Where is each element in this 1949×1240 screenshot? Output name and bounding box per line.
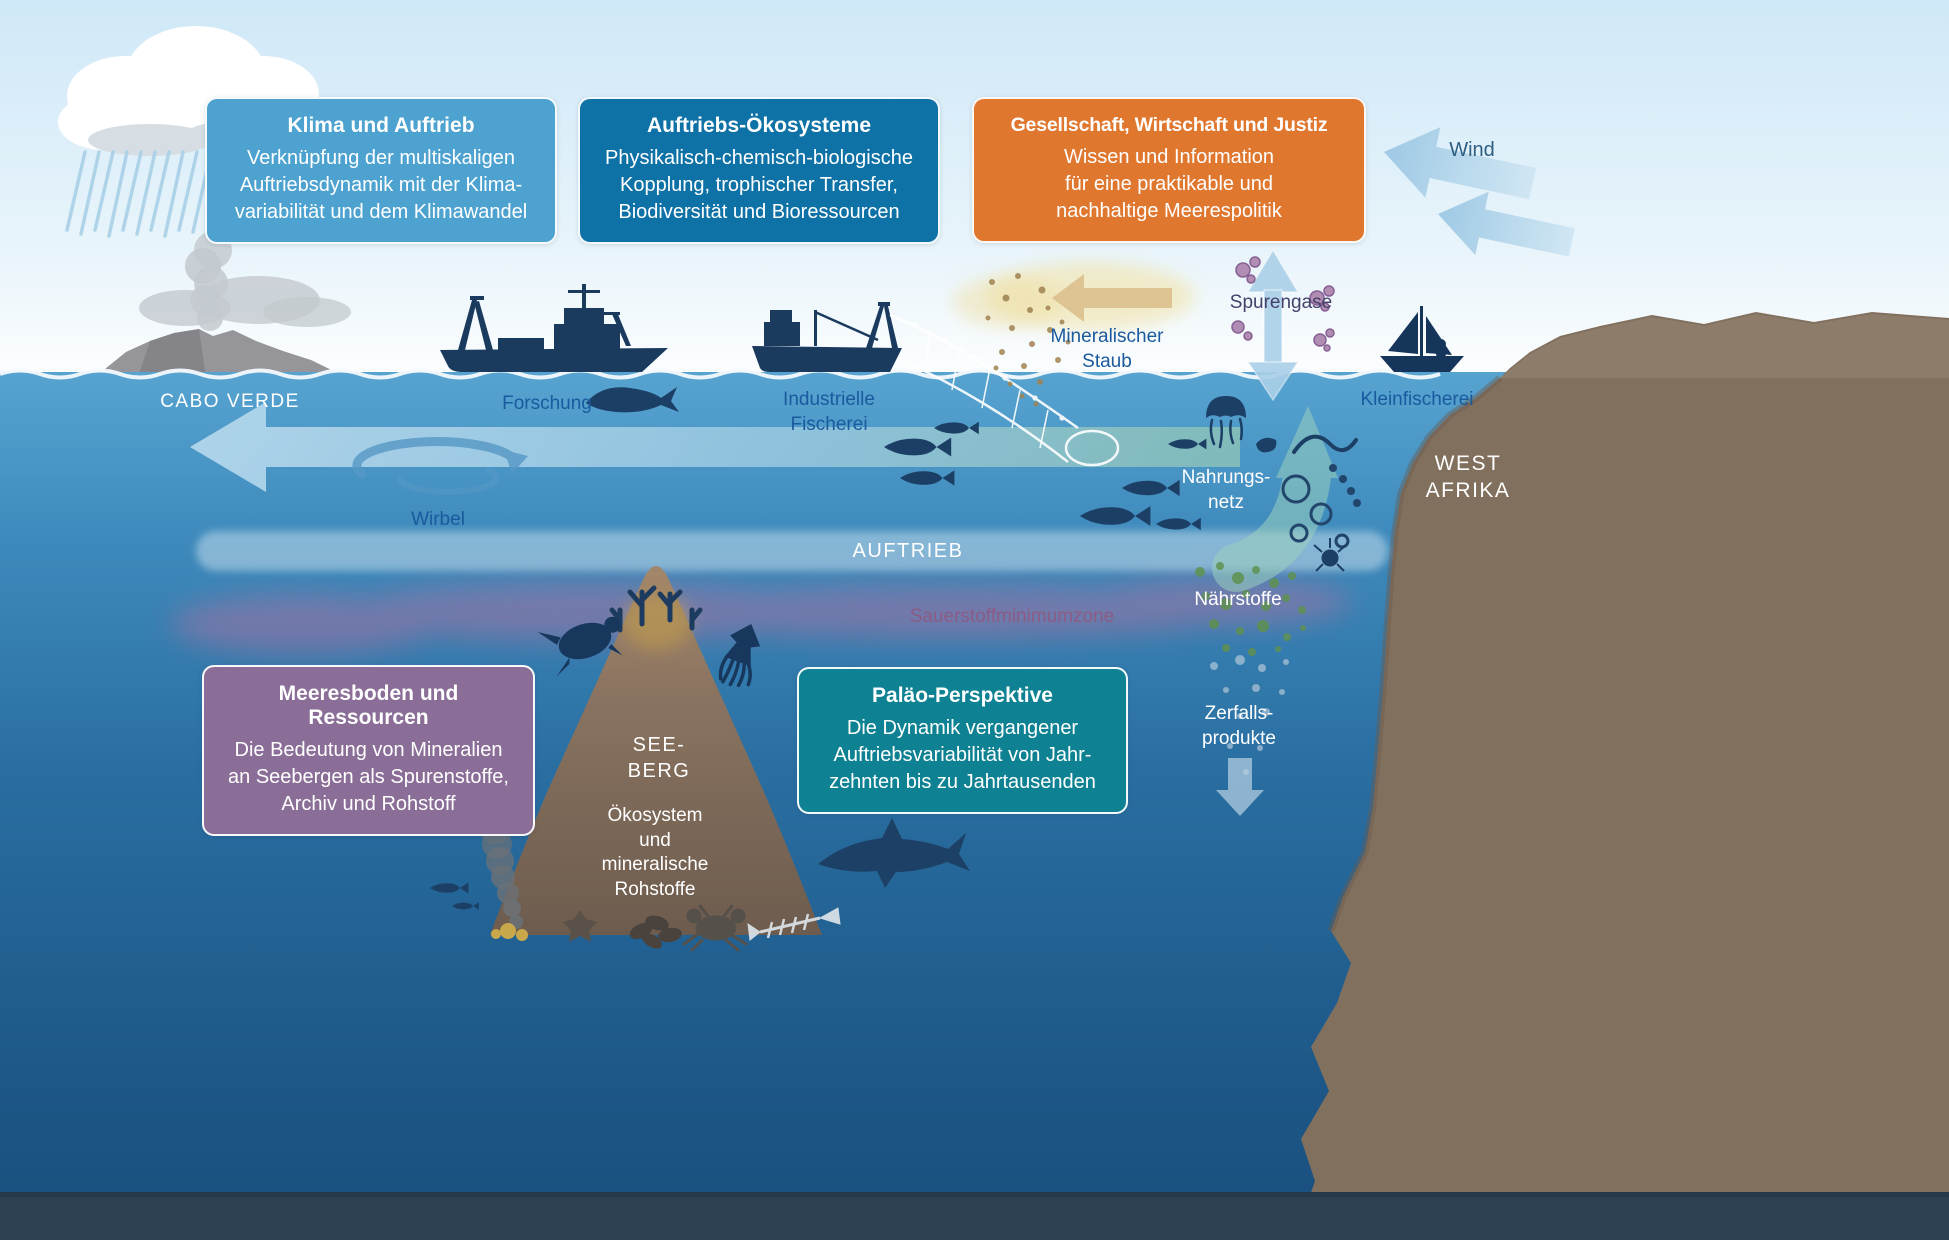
label-naehrstoffe: Nährstoffe [1194,589,1282,610]
plankton-icon [1281,474,1350,549]
current-arrow-icon [190,402,1240,492]
seafloor-strip [0,1192,1949,1240]
label-seeberg: SEE- BERG [627,734,691,782]
seafloor-strip-edge [0,1192,1949,1197]
box-title: Paläo-Perspektive [872,684,1053,707]
whale-icon [586,387,679,413]
squid-icon [718,623,761,688]
fishing-net-icon [889,313,1120,467]
seamount-icon [490,566,822,935]
box-body: Verknüpfung der multiskaligen Auftriebsd… [234,147,528,223]
label-spurengase: Spurengase [1229,292,1333,313]
theme-box-meeresboden-und-ressourcen: Meeresboden und Ressourcen Die Bedeutung… [202,665,535,836]
oxygen-minimum-zone [170,578,1353,654]
dust-particles-icon [985,273,1071,407]
plankton-chain-icon [1329,464,1361,507]
theme-box-gesellschaft-wirtschaft: Gesellschaft, Wirtschaft und Justiz Wiss… [972,97,1366,243]
theme-box-klima-und-auftrieb: Klima und Auftrieb Verknüpfung der multi… [205,97,557,244]
copepod-icon [1313,538,1347,572]
box-title: Klima und Auftrieb [287,114,475,137]
label-auftrieb: AUFTRIEB [852,540,964,562]
nutrient-dots-icon [1195,562,1306,656]
trace-gas-arrow-icon [1246,248,1300,402]
research-vessel-icon [440,284,668,372]
starfish-icon [563,910,597,942]
seamount-mineral-band [623,594,691,650]
box-body: Physikalisch-chemisch-biologische Kopplu… [605,147,913,223]
eddy-icon [352,437,528,495]
label-kleinfischerei: Kleinfischerei [1360,389,1474,410]
worm-icon [1292,434,1358,454]
label-wind: Wind [1449,139,1495,161]
fish-skeleton-icon [747,907,841,941]
label-sauerstoffminimumzone: Sauerstoffminimumzone [909,606,1115,627]
box-body: Die Dynamik vergangener Auftriebsvariabi… [829,717,1096,793]
box-body: Die Bedeutung von Mineralien an Seeberge… [228,739,509,815]
label-cabo-verde: CABO VERDE [160,391,300,412]
upwelling-band [196,531,1388,571]
label-wirbel: Wirbel [411,509,465,530]
rain-icon [65,150,227,238]
box-title: Gesellschaft, Wirtschaft und Justiz [1010,114,1328,136]
jellyfish-icon [1206,396,1246,449]
box-title: Meeresboden und Ressourcen [278,682,459,729]
label-west-afrika: WEST AFRIKA [1425,452,1511,503]
shark-icon [818,818,970,888]
crab-icon [682,904,748,952]
decay-arrow-icon [1216,758,1264,816]
waterline [0,368,1441,380]
label-forschung: Forschung [502,393,592,414]
box-body: Wissen und Information für eine praktika… [1056,146,1282,222]
small-boat-icon [1380,306,1464,372]
turtle-icon [537,616,623,677]
wind-arrows-icon [1384,127,1575,257]
krill-icon [1256,437,1277,453]
upwelling-arrow-icon [1212,406,1338,592]
theme-box-palaeo-perspektive: Paläo-Perspektive Die Dynamik vergangene… [797,667,1128,814]
fishing-vessel-icon [752,302,902,372]
box-title: Auftriebs-Ökosysteme [646,114,872,137]
mussels-icon [629,915,682,949]
coast-west-africa [1295,312,1949,1240]
steam-plume-icon [139,231,351,331]
label-zerfallsprodukte: Zerfalls- produkte [1202,703,1276,749]
label-mineralischer-staub: Mineralischer Staub [1050,326,1164,372]
label-nahrungsnetz: Nahrungs- netz [1181,467,1271,513]
theme-box-auftriebs-oekosysteme: Auftriebs-Ökosysteme Physikalisch-chemis… [578,97,940,244]
label-oekosystem-seeberg: Ökosystem und mineralische Rohstoffe [601,805,709,901]
dust-arrow-icon [1052,274,1172,322]
label-industrielle-fischerei: Industrielle Fischerei [783,389,875,435]
volcanic-island-icon [95,329,346,377]
gas-molecules-icon [1231,256,1335,352]
